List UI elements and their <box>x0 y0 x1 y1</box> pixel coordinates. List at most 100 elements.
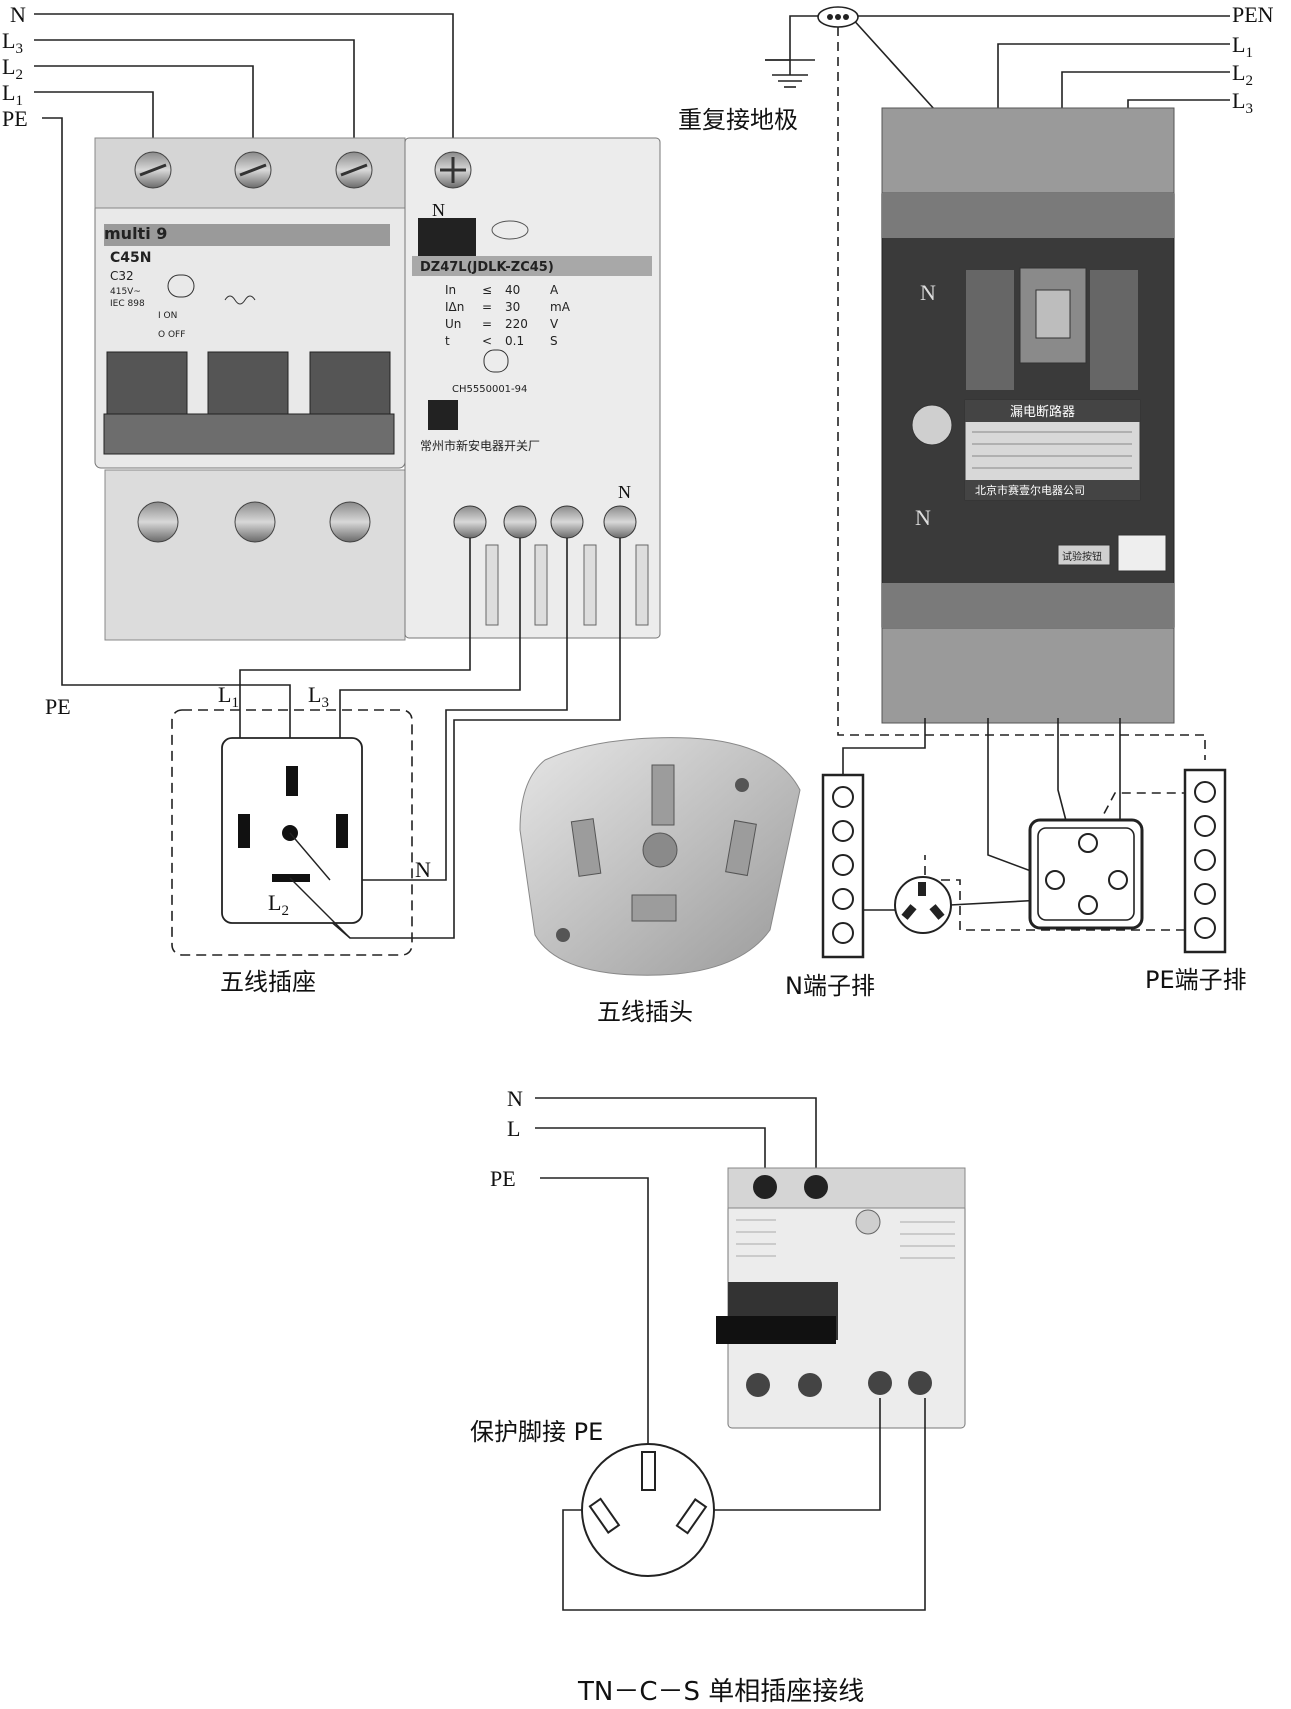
screw-icon <box>868 1371 892 1395</box>
screw-icon <box>329 501 371 543</box>
rcd-spec-value: 0.1 <box>505 334 524 348</box>
breaker-off-label: O OFF <box>158 330 185 340</box>
screw-icon <box>804 1175 828 1199</box>
test-button <box>1057 544 1111 566</box>
toggle-handle <box>309 351 391 425</box>
plug-pin <box>570 818 602 877</box>
terminal-screw-icon <box>832 888 854 910</box>
screw-icon <box>735 778 749 792</box>
brand-logo-icon <box>491 220 529 240</box>
terminal-screw-icon <box>1194 849 1216 871</box>
bottom-output-wires <box>562 1398 926 1611</box>
breaker-model: C45N <box>110 250 151 266</box>
rcd-spec-unit: V <box>550 317 559 331</box>
screw-icon <box>137 501 179 543</box>
wire-label-l: L <box>507 1116 520 1141</box>
breaker-handle <box>1019 267 1087 364</box>
n-terminal-strip: N端子排 <box>785 773 875 1000</box>
rcd-spec-unit: S <box>550 334 558 348</box>
cert-mark-icon <box>911 404 953 446</box>
wire-label-pe: PE <box>490 1166 516 1191</box>
test-button <box>855 1209 881 1235</box>
rcd-spec-op: = <box>482 300 492 314</box>
rcd-n-mark: N <box>432 200 445 220</box>
rcd-module: N DZ47L(JDLK-ZC45) In ≤ 40 A IΔn = 30 mA… <box>404 137 661 639</box>
screw-icon <box>746 1373 770 1397</box>
terminal-screw-icon <box>832 922 854 944</box>
screw-icon <box>503 505 537 539</box>
toggle-handle <box>207 351 289 425</box>
top-right-section: PEN L1 L2 L3 重复接地极 <box>678 2 1274 1000</box>
plug-caption: 五线插头 <box>597 998 693 1026</box>
rcd-spec-op: ≤ <box>482 283 492 297</box>
breaker-side-panel <box>1090 270 1138 390</box>
wire-label-n: N <box>10 2 26 27</box>
right-incoming-wires <box>765 15 1230 111</box>
rcd-spec-key: In <box>445 283 456 297</box>
cert-mark-icon <box>483 349 509 373</box>
incoming-wires <box>34 13 454 770</box>
rcd-test-button <box>428 400 458 430</box>
bottom-incoming-wires <box>535 1097 817 1488</box>
leakage-breaker: N N 漏电断路器 北京市赛壹尔电器公司 试验按钮 <box>881 107 1175 724</box>
rcd-out-n-mark: N <box>618 482 631 502</box>
toggle-handle <box>106 351 188 425</box>
three-pole-breaker: multi 9 C45N C32 415V~ IEC 898 I ON O OF… <box>94 137 406 641</box>
socket-label-n: N <box>415 857 431 882</box>
wire-label-l1: L1 <box>2 80 23 109</box>
screw-icon <box>603 505 637 539</box>
screw-icon <box>550 505 584 539</box>
wire-label-l3: L3 <box>1232 88 1253 117</box>
wire-label-pen: PEN <box>1232 2 1274 27</box>
wire-label-l1: L1 <box>1232 32 1253 61</box>
socket-pin-l3 <box>336 814 348 848</box>
wire-label-l2: L2 <box>2 54 23 83</box>
wire-label-l3: L3 <box>2 28 23 57</box>
breaker-plate-maker: 北京市赛壹尔电器公司 <box>975 483 1085 497</box>
rcd-spec-op: = <box>482 317 492 331</box>
terminal-screw-icon <box>832 786 854 808</box>
screw-icon <box>234 501 276 543</box>
terminal-screw-icon <box>1194 883 1216 905</box>
wire-label-n: N <box>507 1086 523 1111</box>
terminal-screw-icon <box>1194 917 1216 939</box>
socket-pin-pe <box>286 766 298 796</box>
breaker-plate-title: 漏电断路器 <box>1010 404 1075 420</box>
rcd-spec-table: In ≤ 40 A IΔn = 30 mA Un = 220 V t < 0.1… <box>445 283 571 348</box>
terminal-screw-icon <box>1194 815 1216 837</box>
terminal-screw-icon <box>1194 781 1216 803</box>
rcd-output-lugs <box>485 544 649 626</box>
breaker-n-mark: N <box>920 280 936 305</box>
rcd-spec-value: 40 <box>505 283 520 297</box>
cert-mark-icon <box>167 274 195 298</box>
plug-pin <box>651 764 675 826</box>
socket-label-l2: L2 <box>268 890 289 919</box>
wire-label-l2: L2 <box>1232 60 1253 89</box>
rcd-maker: 常州市新安电器开关厂 <box>420 438 540 453</box>
pe-dashed-wire <box>837 27 1206 760</box>
rcd-spec-key: Un <box>445 317 461 331</box>
screw-icon <box>798 1373 822 1397</box>
breaker-spec1: 415V~ <box>110 287 141 297</box>
socket-pin-l2 <box>272 874 310 882</box>
pe-pin-label: 保护脚接 PE <box>470 1418 603 1446</box>
breaker-toggles <box>103 351 395 455</box>
pe-terminal-caption: PE端子排 <box>1145 966 1247 994</box>
single-phase-socket <box>581 1443 715 1577</box>
breaker-rating: C32 <box>110 269 134 283</box>
rcd-spec-op: < <box>482 334 492 348</box>
socket-pin-n <box>588 1497 621 1534</box>
plug-pin <box>631 894 677 922</box>
pen-split-junction <box>817 6 859 28</box>
breaker-on-label: I ON <box>158 311 177 321</box>
rcd-cert: CH5550001-94 <box>452 384 527 395</box>
breaker-side-panel <box>966 270 1014 390</box>
breaker-brand: multi 9 <box>104 224 167 243</box>
rcd-spec-value: 30 <box>505 300 520 314</box>
plug-pin <box>642 832 678 868</box>
screw-icon <box>556 928 570 942</box>
ground-symbol-icon <box>772 60 808 88</box>
n-terminal-caption: N端子排 <box>785 972 875 1000</box>
socket-caption: 五线插座 <box>220 968 316 996</box>
bottom-section: N L PE <box>470 1086 966 1707</box>
